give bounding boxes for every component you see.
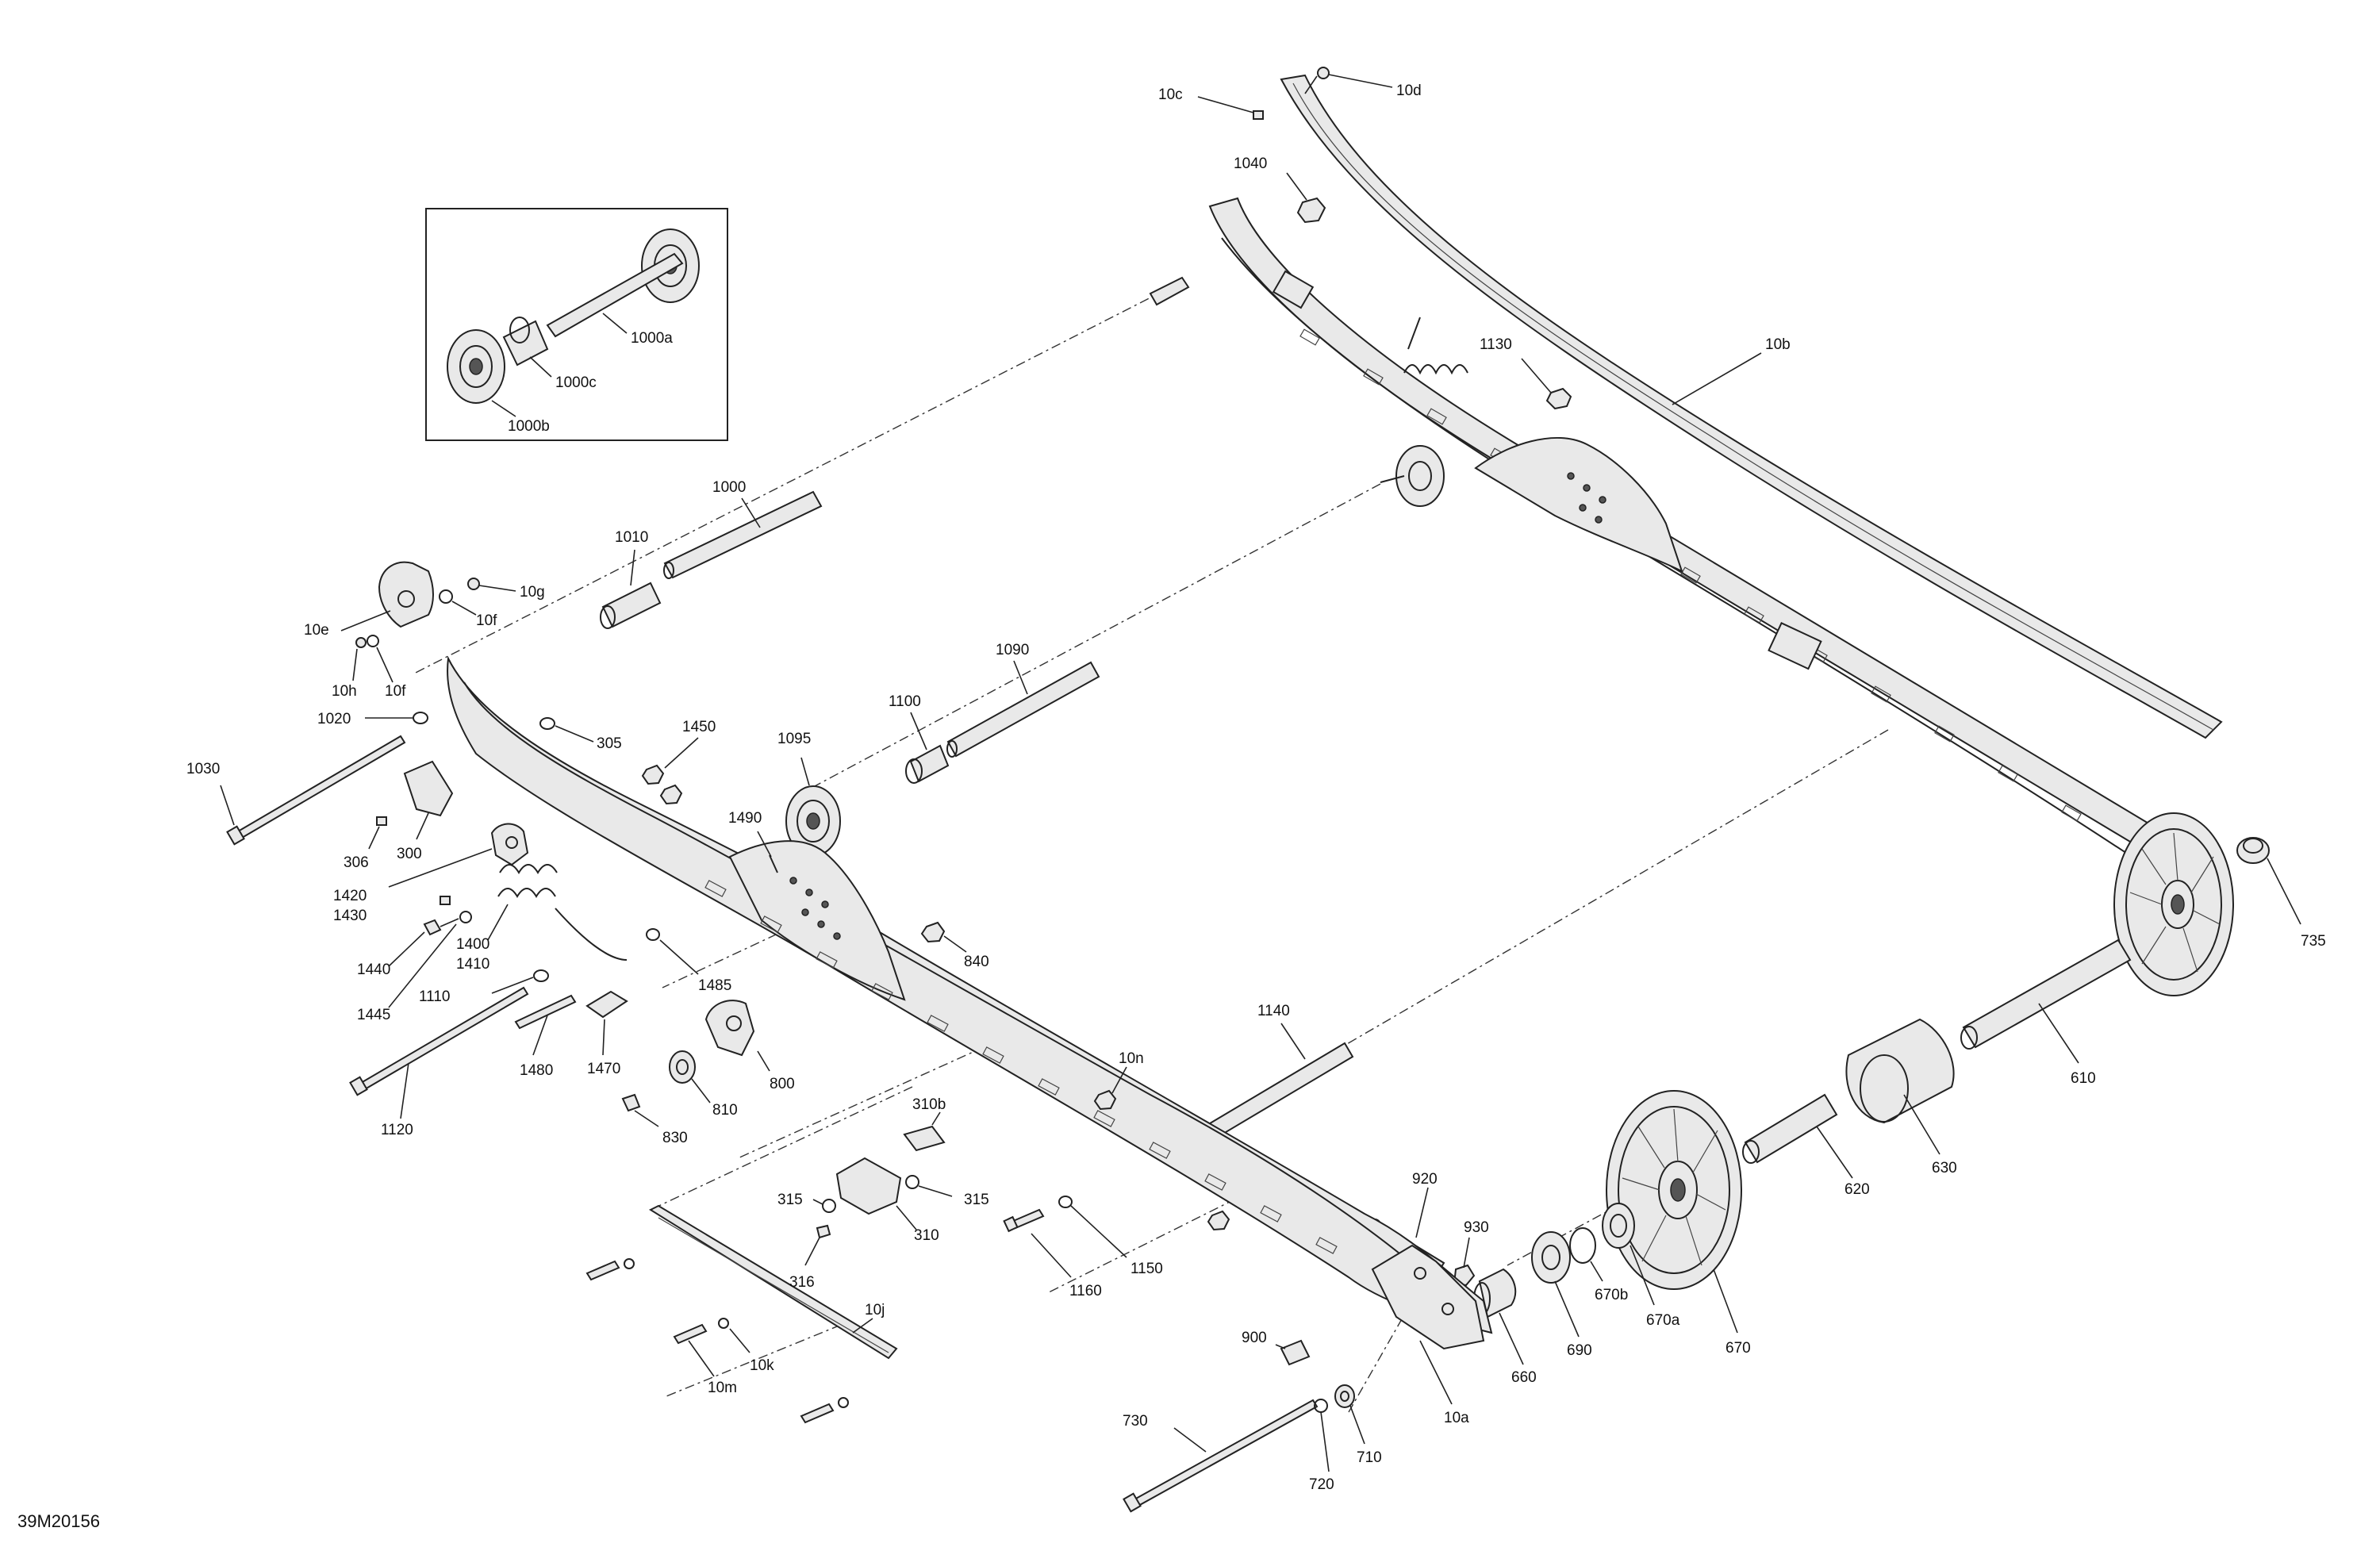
- spacer-1100: [905, 712, 950, 784]
- callout-1150: 1150: [1130, 1261, 1163, 1277]
- callout-1010: 1010: [615, 529, 648, 546]
- slider-10b: [1280, 74, 2223, 739]
- callout-810: 810: [712, 1102, 738, 1119]
- spacer-1010: [600, 549, 662, 629]
- callout-690: 690: [1567, 1342, 1592, 1359]
- callout-1420: 1420: [333, 888, 367, 904]
- right-rail: [1208, 197, 2159, 862]
- callout-310b: 310b: [912, 1096, 946, 1113]
- left-hardware: [220, 561, 1365, 1513]
- callout-10f-a: 10f: [476, 612, 497, 629]
- callout-800: 800: [770, 1076, 795, 1092]
- callout-840: 840: [964, 954, 989, 970]
- callout-306: 306: [344, 854, 369, 871]
- callout-720: 720: [1309, 1476, 1334, 1493]
- callout-1100: 1100: [889, 693, 921, 710]
- callout-300: 300: [397, 846, 422, 862]
- callout-1160: 1160: [1069, 1283, 1102, 1299]
- callout-930: 930: [1464, 1219, 1489, 1236]
- callout-1000b: 1000b: [508, 418, 550, 435]
- callout-1480: 1480: [520, 1062, 553, 1079]
- callout-10g: 10g: [520, 584, 545, 601]
- callout-670b: 670b: [1595, 1287, 1628, 1303]
- callout-305: 305: [597, 735, 622, 752]
- callout-630: 630: [1932, 1160, 1957, 1176]
- callout-1470: 1470: [587, 1061, 620, 1077]
- callout-labels: 10c 10d 1040 1130 10b 1000a 1000c 1000b …: [186, 83, 2326, 1493]
- callout-315-b: 315: [964, 1192, 989, 1208]
- callout-735: 735: [2301, 933, 2326, 950]
- right-hardware: [1149, 67, 2301, 925]
- callout-10j: 10j: [865, 1302, 885, 1318]
- callout-10f-b: 10f: [385, 683, 406, 700]
- callout-1040: 1040: [1234, 155, 1267, 172]
- callout-10e: 10e: [304, 622, 329, 639]
- callout-1485: 1485: [698, 977, 731, 994]
- callout-1450: 1450: [682, 719, 716, 735]
- callout-1030: 1030: [186, 761, 220, 777]
- callout-830: 830: [662, 1130, 688, 1146]
- bearing-670a: [1602, 1203, 1655, 1306]
- shaft-1090: [946, 660, 1100, 758]
- inset-box-1000: [425, 208, 728, 441]
- callout-315-a: 315: [777, 1192, 803, 1208]
- callout-1095: 1095: [777, 731, 811, 747]
- washer-690: [1531, 1231, 1580, 1338]
- callout-1445: 1445: [357, 1007, 390, 1023]
- callout-1090: 1090: [996, 642, 1029, 658]
- callout-1440: 1440: [357, 961, 390, 978]
- callout-660: 660: [1511, 1369, 1537, 1386]
- callout-310: 310: [914, 1227, 939, 1244]
- callout-1400: 1400: [456, 936, 489, 953]
- ring-670b: [1569, 1227, 1603, 1282]
- callout-1140: 1140: [1257, 1003, 1290, 1019]
- callout-316: 316: [789, 1274, 815, 1291]
- callout-620: 620: [1844, 1181, 1870, 1198]
- rear-wheel-670: [1606, 1090, 1742, 1334]
- rear-axle-parts: [1742, 938, 2132, 1179]
- callout-10d: 10d: [1396, 83, 1422, 99]
- callout-10h: 10h: [332, 683, 357, 700]
- callout-610: 610: [2071, 1070, 2096, 1087]
- callout-920: 920: [1412, 1171, 1438, 1188]
- callout-10a: 10a: [1444, 1410, 1469, 1426]
- drawing-code: 39M20156: [17, 1511, 100, 1531]
- callout-1000a: 1000a: [631, 330, 673, 347]
- callout-10n: 10n: [1119, 1050, 1144, 1067]
- callout-900: 900: [1242, 1330, 1267, 1346]
- callout-1000: 1000: [712, 479, 746, 496]
- left-rail-10a: [447, 655, 1493, 1405]
- callout-10b: 10b: [1765, 336, 1791, 353]
- callout-730: 730: [1123, 1413, 1148, 1430]
- shaft-1000: [663, 490, 823, 579]
- callout-1490: 1490: [728, 810, 762, 827]
- callout-10m: 10m: [708, 1380, 737, 1396]
- nut-930: [1453, 1237, 1476, 1287]
- callout-670: 670: [1726, 1340, 1751, 1357]
- shaft-1140: [1196, 1023, 1354, 1146]
- callout-10k: 10k: [750, 1357, 774, 1374]
- wheel-1095: [785, 757, 841, 857]
- callout-1410: 1410: [456, 956, 489, 973]
- callout-1120: 1120: [381, 1122, 413, 1138]
- callout-1130: 1130: [1480, 336, 1512, 353]
- slide-10j: [648, 1204, 898, 1360]
- rear-wheel-right: [2113, 812, 2234, 996]
- callout-710: 710: [1357, 1449, 1382, 1466]
- cap-660: [1473, 1268, 1524, 1365]
- callout-1430: 1430: [333, 908, 367, 924]
- callout-670a: 670a: [1646, 1312, 1680, 1329]
- callout-1000c: 1000c: [555, 374, 597, 391]
- callout-1020: 1020: [317, 711, 351, 727]
- callout-1110: 1110: [419, 988, 450, 1005]
- callout-10c: 10c: [1158, 86, 1183, 103]
